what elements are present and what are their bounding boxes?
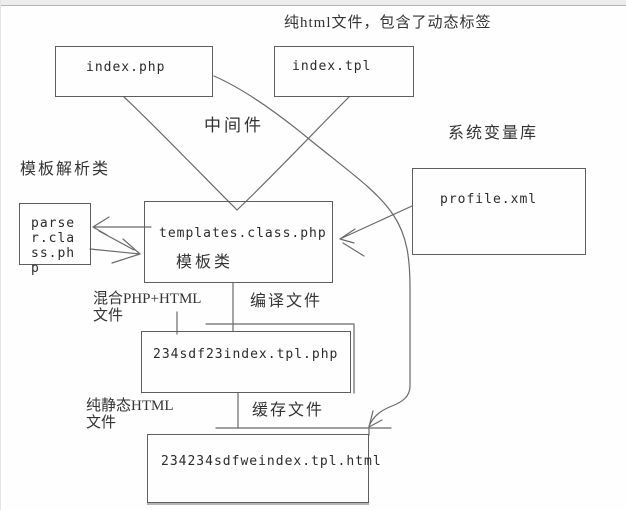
index-php-label: index.php [86, 60, 166, 75]
compile-file-label: 编译文件 [250, 293, 323, 310]
compiled-file-box: 234sdf23index.tpl.php [141, 331, 351, 393]
templates-class-label: templates.class.php [159, 226, 327, 241]
arrow-profile-to-templates [339, 205, 413, 257]
parser-class-box: parser.class.php [19, 203, 91, 276]
template-class-sublabel: 模板类 [176, 254, 234, 271]
index-tpl-box: index.tpl [274, 46, 414, 97]
profile-xml-box: profile.xml [412, 168, 586, 255]
curve-indexphp-to-cachefile [213, 75, 411, 427]
pure-static-html-file-label: 纯静态HTML文件 [86, 398, 174, 431]
curve-arrowhead [368, 410, 383, 428]
mixed-php-html-file-label: 混合PHP+HTML文件 [93, 291, 202, 324]
parser-class-label: parser.class.php [31, 216, 76, 276]
cached-file-label: 234234sdfweindex.tpl.html [161, 454, 382, 469]
cached-file-box: 234234sdfweindex.tpl.html [147, 434, 381, 503]
profile-xml-label: profile.xml [440, 192, 538, 207]
templates-class-box: templates.class.php 模板类 [144, 201, 333, 283]
middleware-label: 中间件 [204, 116, 264, 135]
system-variable-lib-label: 系统变量库 [448, 125, 539, 142]
pure-html-note-label: 纯html文件，包含了动态标签 [284, 15, 492, 31]
arrow-indextpl-to-templates [236, 96, 350, 211]
template-parser-class-label: 模板解析类 [20, 161, 111, 178]
index-php-box: index.php [55, 46, 213, 97]
index-tpl-label: index.tpl [292, 59, 372, 74]
compiled-file-label: 234sdf23index.tpl.php [153, 347, 339, 362]
cache-file-label: 缓存文件 [252, 402, 325, 419]
cachefile-box-extra-edge [215, 427, 392, 436]
compiledfile-box-extra-edge [205, 323, 355, 394]
window-top-edge [1, 0, 626, 6]
arrow-parser-to-templates [89, 238, 141, 264]
arrow-indexphp-to-templates [123, 96, 238, 211]
arrow-templates-to-parser [92, 216, 152, 251]
